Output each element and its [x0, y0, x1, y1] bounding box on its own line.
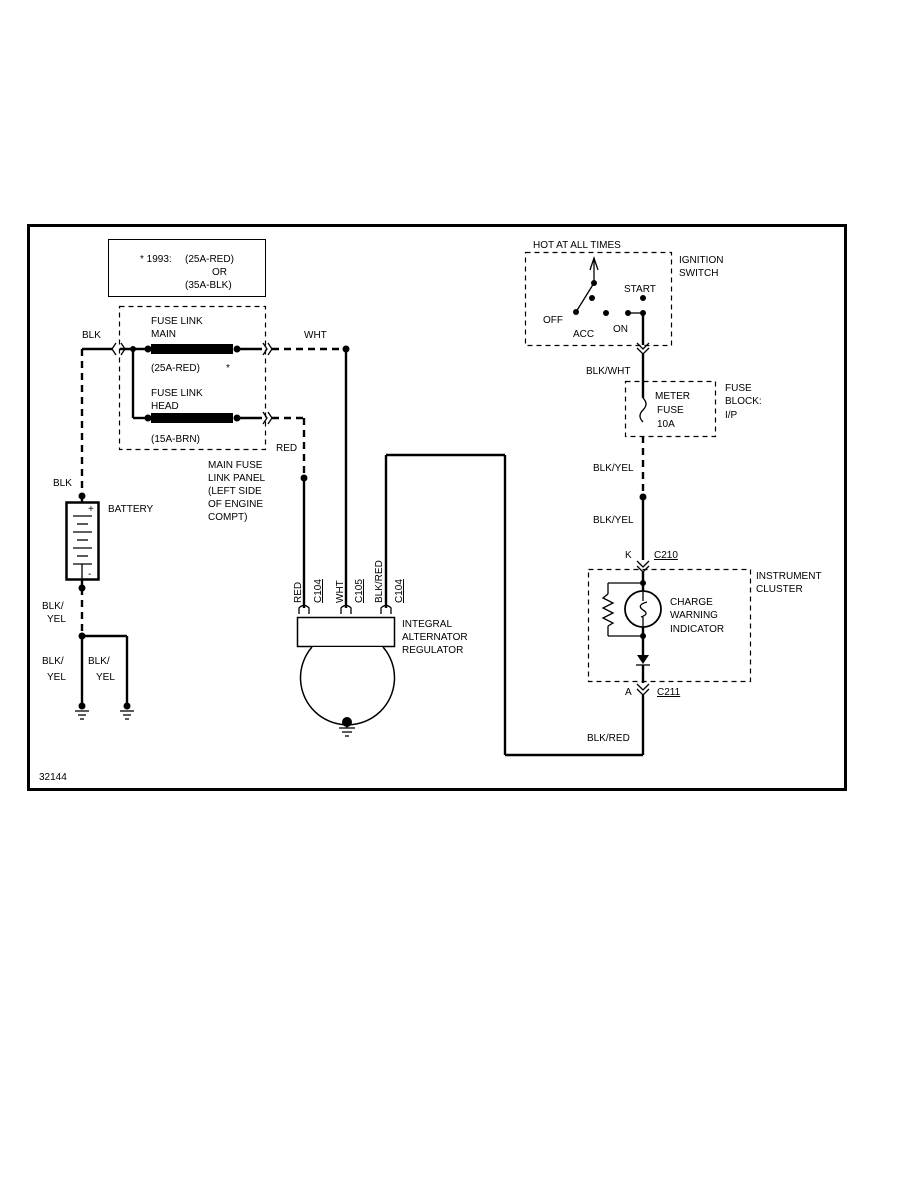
- indicator-label-1: CHARGE: [670, 597, 713, 608]
- ground-icon: [75, 702, 89, 720]
- indicator-label-2: WARNING: [670, 610, 718, 621]
- alternator-circuit: WHT RED RED C104 WHT C105 BLK/RED C104: [272, 330, 643, 757]
- wire-label-blk-yel-2b: YEL: [47, 672, 66, 683]
- alt-pin-blkred-connector: C104: [394, 579, 405, 603]
- ground-icon: [339, 722, 355, 737]
- wire-label-blk-red-bottom: BLK/RED: [587, 733, 630, 744]
- wire-label-wht: WHT: [304, 330, 327, 341]
- fuse-block: BLK/WHT METER FUSE 10A FUSE BLOCK: I/P B…: [586, 354, 762, 560]
- c211-label: C211: [657, 687, 681, 698]
- alt-pin-wht-color: WHT: [335, 580, 346, 603]
- main-fuse-caption-3: (LEFT SIDE: [208, 486, 262, 497]
- fuse-link-main: [151, 344, 233, 354]
- figure-number: 32144: [39, 772, 67, 783]
- fuse-block-title-3: I/P: [725, 410, 738, 421]
- diode-icon: [637, 655, 649, 664]
- alt-pin-red-color: RED: [293, 582, 304, 603]
- diagram-frame: [27, 224, 847, 791]
- fuse-link-panel: FUSE LINK MAIN (25A-RED) * FUSE LINK HEA…: [111, 305, 273, 523]
- alt-pin-red-connector: C104: [313, 579, 324, 603]
- wire-label-blk-battery: BLK: [53, 478, 72, 489]
- fuse-link-main-label-1: FUSE LINK: [151, 316, 203, 327]
- c211-pin-label: A: [625, 687, 632, 698]
- indicator-label-3: INDICATOR: [670, 624, 724, 635]
- meter-fuse-label-2: FUSE: [657, 405, 684, 416]
- wire-label-blk-yel-c210: BLK/YEL: [593, 515, 634, 526]
- hot-at-all-times-label: HOT AT ALL TIMES: [533, 240, 621, 251]
- note-line3: (35A-BLK): [185, 280, 232, 291]
- wire-label-blk-yel-3a: BLK/: [88, 656, 110, 667]
- alt-pin-wht-connector: C105: [354, 579, 365, 603]
- wire-label-red: RED: [276, 443, 297, 454]
- wire-label-blk-yel-2a: BLK/: [42, 656, 64, 667]
- note-line1-prefix: * 1993:: [140, 254, 172, 265]
- fuse-link-head-label-2: HEAD: [151, 401, 179, 412]
- instrument-cluster-box: [587, 568, 752, 683]
- fuse-link-panel-box: [118, 305, 267, 451]
- resistor-icon: [601, 593, 615, 627]
- wire-label-blk-yel-1a: BLK/: [42, 601, 64, 612]
- instrument-cluster: K C210 INSTRUMENT CLUSTER CHARGE WARNING…: [587, 550, 822, 755]
- fuse-block-title-1: FUSE: [725, 383, 752, 394]
- fuse-link-main-rating: (25A-RED): [151, 363, 200, 374]
- battery-minus: -: [88, 569, 91, 580]
- ignition-start-label: START: [624, 284, 656, 295]
- battery-circuit: BLK BLK + - BATTERY BLK/ YEL BLK/ YEL BL…: [42, 330, 154, 720]
- ignition-acc-label: ACC: [573, 329, 594, 340]
- wire-label-blk-yel-fuse: BLK/YEL: [593, 463, 634, 474]
- ground-icon: [120, 702, 134, 720]
- fuse-link-head: [151, 413, 233, 423]
- battery-plus: +: [88, 504, 94, 515]
- wire-label-blk-wht: BLK/WHT: [586, 366, 630, 377]
- wire-label-blk-yel-1b: YEL: [47, 614, 66, 625]
- alternator: [299, 646, 396, 726]
- note-line1-value: (25A-RED): [185, 254, 234, 265]
- alternator-label-2: ALTERNATOR: [402, 632, 468, 643]
- main-fuse-caption-1: MAIN FUSE: [208, 460, 263, 471]
- ignition-switch-box: [524, 251, 673, 347]
- meter-fuse: [639, 397, 647, 423]
- battery-label: BATTERY: [108, 504, 154, 515]
- main-fuse-caption-4: OF ENGINE: [208, 499, 263, 510]
- ignition-switch: HOT AT ALL TIMES IGNITION SWITCH OFF ACC…: [524, 240, 723, 355]
- main-fuse-caption-2: LINK PANEL: [208, 473, 265, 484]
- cluster-title-1: INSTRUMENT: [756, 571, 822, 582]
- alternator-label-3: REGULATOR: [402, 645, 463, 656]
- wire-label-blk-top: BLK: [82, 330, 101, 341]
- fuse-block-box: [624, 380, 717, 438]
- c210-label: C210: [654, 550, 678, 561]
- fuse-link-head-rating: (15A-BRN): [151, 434, 200, 445]
- ignition-title-2: SWITCH: [679, 268, 718, 279]
- note-line2: OR: [212, 267, 227, 278]
- fuse-link-head-label-1: FUSE LINK: [151, 388, 203, 399]
- ignition-title-1: IGNITION: [679, 255, 723, 266]
- fuse-link-main-asterisk: *: [226, 363, 230, 374]
- alt-pin-blkred-color: BLK/RED: [374, 560, 385, 603]
- c210-pin-label: K: [625, 550, 632, 561]
- ignition-off-label: OFF: [543, 315, 563, 326]
- meter-fuse-label-3: 10A: [657, 419, 675, 430]
- alternator-label-1: INTEGRAL: [402, 619, 452, 630]
- note-box: * 1993: (25A-RED) OR (35A-BLK): [108, 239, 266, 297]
- ignition-on-label: ON: [613, 324, 628, 335]
- main-fuse-caption-5: COMPT): [208, 512, 247, 523]
- cluster-title-2: CLUSTER: [756, 584, 803, 595]
- meter-fuse-label-1: METER: [655, 391, 690, 402]
- fuse-link-main-label-2: MAIN: [151, 329, 176, 340]
- wire-label-blk-yel-3b: YEL: [96, 672, 115, 683]
- alternator-regulator-block: [296, 616, 396, 648]
- fuse-block-title-2: BLOCK:: [725, 396, 762, 407]
